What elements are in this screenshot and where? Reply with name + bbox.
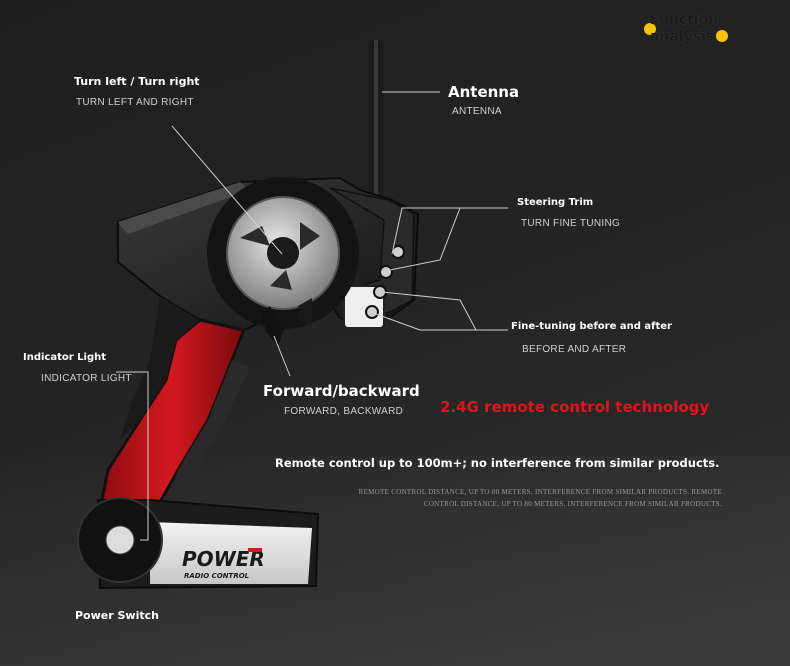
callout-fine-tuning-sub: BEFORE AND AFTER <box>522 344 627 355</box>
callout-power-switch-title: Power Switch <box>75 609 159 622</box>
callout-forward-title: Forward/backward <box>263 382 420 400</box>
yellow-dot-icon <box>716 30 728 42</box>
yellow-dot-icon <box>644 23 656 35</box>
tech-headline: 2.4G remote control technology <box>440 398 710 416</box>
leader-line-steering-trim <box>389 207 461 271</box>
leader-line-fine-tuning <box>381 291 508 331</box>
callout-fine-tuning-title: Fine-tuning before and after <box>511 321 672 332</box>
leader-line-steering-trim <box>391 207 508 255</box>
callout-antenna-sub: ANTENNA <box>452 106 502 117</box>
callout-forward-sub: FORWARD, BACKWARD <box>284 406 404 417</box>
leader-line-forward <box>273 335 291 377</box>
callout-indicator-title: Indicator Light <box>23 352 107 363</box>
page-title: Function analysis <box>650 12 719 45</box>
range-subtext: REMOTE CONTROL DISTANCE, UP TO 80 METERS… <box>358 488 722 508</box>
callout-steering-trim-sub: TURN FINE TUNING <box>521 218 621 229</box>
callout-turn-sub: TURN LEFT AND RIGHT <box>76 97 194 108</box>
callout-indicator-sub: INDICATOR LIGHT <box>41 373 132 384</box>
leader-line-indicator <box>116 371 149 541</box>
brand-model: RADIO CONTROL <box>184 572 249 580</box>
range-headline: Remote control up to 100m+; no interfere… <box>275 456 720 470</box>
leader-line-turn <box>171 125 283 255</box>
throttle-trigger <box>262 306 284 346</box>
callout-steering-trim-title: Steering Trim <box>517 197 594 208</box>
throttle-trim-button <box>365 305 379 319</box>
leader-line-fine-tuning <box>375 313 476 331</box>
callout-turn-title: Turn left / Turn right <box>74 75 200 88</box>
callout-antenna-title: Antenna <box>448 83 520 101</box>
steering-trim-button <box>379 265 393 279</box>
